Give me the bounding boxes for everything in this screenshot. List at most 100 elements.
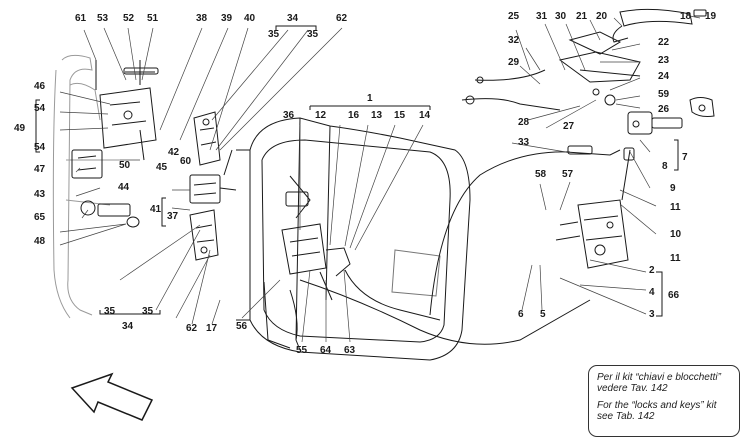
leader-lines <box>59 15 701 343</box>
callout-label: 16 <box>348 110 360 121</box>
callout-label: 6 <box>518 309 524 320</box>
door-stop-assembly <box>80 200 140 228</box>
door-panel-outline <box>236 117 471 361</box>
callout-label: 35 <box>142 306 154 317</box>
callout-label: 13 <box>371 110 383 121</box>
handle-lever-mechanism <box>558 31 641 106</box>
callout-label: 66 <box>668 290 680 301</box>
callout-label: 7 <box>682 152 688 163</box>
callout-label: 11 <box>670 202 681 213</box>
callout-label: 34 <box>122 321 134 332</box>
callout-label: 56 <box>236 321 248 332</box>
callout-label: 35 <box>104 306 116 317</box>
callout-label: 61 <box>75 13 87 24</box>
callout-label: 60 <box>180 156 192 167</box>
callout-label: 2 <box>649 265 655 276</box>
inside-handle-mechanism <box>281 223 351 301</box>
callout-label: 24 <box>658 71 670 82</box>
callout-label: 54 <box>34 103 46 114</box>
callout-label: 64 <box>320 345 332 356</box>
callout-label: 35 <box>307 29 319 40</box>
callout-label: 32 <box>508 35 520 46</box>
callout-label: 46 <box>34 81 46 92</box>
callout-label: 57 <box>562 169 574 180</box>
note-english: For the “locks and keys” kit see Tab. 14… <box>597 400 733 422</box>
callout-label: 10 <box>670 229 682 240</box>
callout-label: 15 <box>394 110 406 121</box>
linkage-rod-lower <box>263 281 301 351</box>
striker-bracket <box>99 60 159 149</box>
callout-label: 21 <box>576 11 588 22</box>
callout-label: 25 <box>508 11 520 22</box>
callout-label: 55 <box>296 345 308 356</box>
callout-label: 48 <box>34 236 46 247</box>
callout-label: 62 <box>186 323 198 334</box>
note-english-line2: see Tab. 142 <box>597 411 655 422</box>
callout-label: 45 <box>156 162 168 173</box>
callout-label: 31 <box>536 11 548 22</box>
callout-label: 30 <box>555 11 567 22</box>
callout-label: 9 <box>670 183 676 194</box>
note-english-line1: For the “locks and keys” kit <box>597 400 717 411</box>
rubber-bumper-block <box>71 149 103 179</box>
callout-label: 28 <box>518 117 530 128</box>
callout-label: 41 <box>150 204 162 215</box>
callout-label: 35 <box>268 29 280 40</box>
front-direction-arrow-icon <box>70 372 154 421</box>
note-italian-line2: vedere Tav. 142 <box>597 383 668 394</box>
callout-label: 26 <box>658 104 670 115</box>
callout-label: 5 <box>540 309 546 320</box>
callout-label: 58 <box>535 169 547 180</box>
callout-label: 22 <box>658 37 670 48</box>
callout-label: 62 <box>336 13 348 24</box>
callout-label: 43 <box>34 189 46 200</box>
group-brackets <box>35 25 679 317</box>
lock-cylinder-assembly <box>627 111 683 135</box>
kit-reference-note: Per il kit “chiavi e blocchetti” vedere … <box>588 365 740 437</box>
callout-label: 63 <box>344 345 356 356</box>
door-check-strap <box>189 149 237 204</box>
release-rod <box>565 145 621 156</box>
callout-label: 52 <box>123 13 135 24</box>
callout-label: 40 <box>244 13 256 24</box>
callout-label: 17 <box>206 323 218 334</box>
callout-label: 19 <box>705 11 717 22</box>
callout-label: 29 <box>508 57 520 68</box>
outside-door-handle <box>612 8 707 43</box>
callout-label: 42 <box>168 147 180 158</box>
callout-label: 44 <box>118 182 130 193</box>
callout-label: 59 <box>658 89 670 100</box>
callout-label: 3 <box>649 309 655 320</box>
callout-label: 8 <box>662 161 668 172</box>
note-italian: Per il kit “chiavi e blocchetti” vedere … <box>597 372 733 394</box>
callout-label: 38 <box>196 13 208 24</box>
door-key-cylinder <box>689 97 715 117</box>
callout-label: 4 <box>649 287 655 298</box>
callout-label: 18 <box>680 11 692 22</box>
callout-label: 50 <box>119 160 131 171</box>
callout-label: 12 <box>315 110 327 121</box>
check-pin <box>95 60 145 161</box>
callout-label: 47 <box>34 164 46 175</box>
callout-label: 65 <box>34 212 46 223</box>
callout-label: 34 <box>287 13 299 24</box>
body-pillar-outline <box>52 54 120 319</box>
cable-assembly-main <box>299 151 591 345</box>
callout-label: 53 <box>97 13 109 24</box>
callout-label: 37 <box>167 211 179 222</box>
door-latch-assembly <box>555 199 629 269</box>
callout-label: 51 <box>147 13 159 24</box>
callout-label: 27 <box>563 121 575 132</box>
callout-label: 36 <box>283 110 295 121</box>
callout-label: 14 <box>419 110 431 121</box>
callout-label: 23 <box>658 55 670 66</box>
callout-label: 54 <box>34 142 46 153</box>
door-hinge-upper <box>193 111 221 166</box>
callout-label: 49 <box>14 123 26 134</box>
callout-label: 33 <box>518 137 530 148</box>
window-lift-rail <box>285 175 311 219</box>
callout-label: 20 <box>596 11 608 22</box>
bowden-cable-upper <box>461 69 561 111</box>
door-hinge-lower <box>189 209 219 261</box>
